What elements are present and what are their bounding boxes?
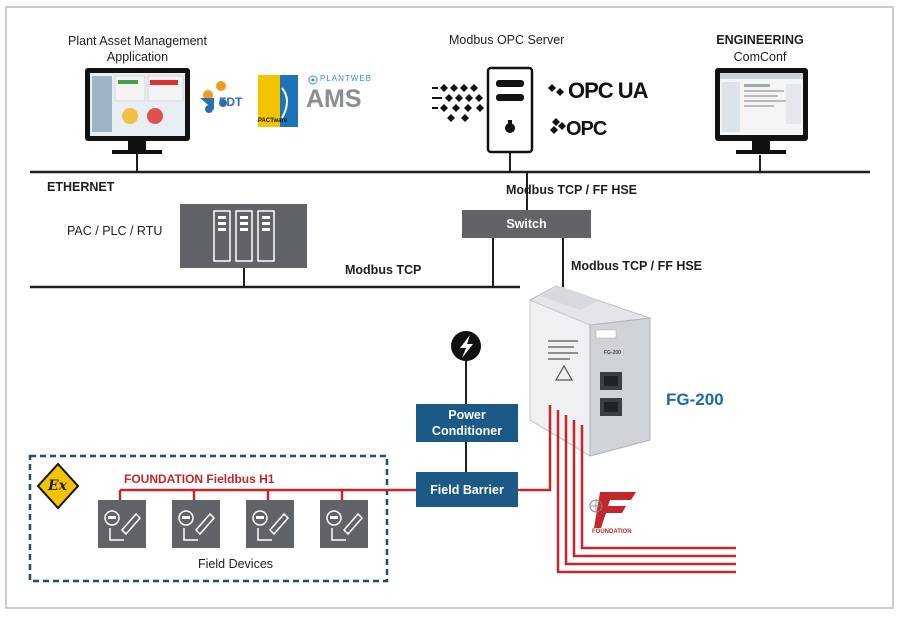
plantweb-logo-text: PLANTWEB [320, 74, 373, 83]
power-conditioner-line1: Power [448, 408, 486, 422]
ex-symbol-text: Ex [48, 478, 68, 494]
plantweb-logo [308, 75, 318, 85]
opc-server-label: Modbus OPC Server [449, 33, 565, 47]
field-device-1-icon [98, 500, 146, 548]
fg200-fieldbus-outputs [518, 405, 736, 574]
pactware-logo-text: PACTware [258, 118, 288, 124]
opc-logo-pattern [548, 84, 566, 134]
field-device-3-icon [246, 500, 294, 548]
fg200-device-icon [529, 285, 651, 457]
ams-logo-text: AMS [306, 85, 362, 113]
pac-plc-label: PAC / PLC / RTU [67, 224, 163, 238]
server-icon [486, 66, 534, 154]
power-conditioner-line2: Conditioner [431, 424, 503, 438]
pactware-logo [258, 75, 298, 127]
engineering-label: ENGINEERING [716, 33, 804, 47]
fdt-logo [200, 81, 227, 113]
ex-hazard-icon [36, 462, 80, 510]
modbus-logo-pattern [432, 84, 484, 122]
foundation-logo-text: FOUNDATION [592, 529, 632, 535]
field-device-4-icon [320, 500, 368, 548]
hazardous-area-box [28, 454, 389, 583]
field-barrier-box [416, 472, 518, 507]
power-conditioner-label: Power Conditioner [416, 404, 518, 442]
foundation-logo-icon [589, 492, 636, 528]
plc-icon [180, 204, 307, 268]
power-icon [451, 331, 481, 361]
opc-logo-text: OPC [566, 118, 607, 140]
ff-h1-label: FOUNDATION Fieldbus H1 [124, 472, 275, 486]
fg200-device-print: FG-200 [604, 350, 621, 356]
comconf-label: ComConf [733, 50, 787, 64]
fieldbus-h1-trunk [118, 488, 416, 500]
engineering-monitor-icon [715, 68, 808, 154]
fdt-logo-text: FDT [219, 95, 243, 109]
pam-app-label-line1: Plant Asset Management [68, 34, 207, 48]
modbus-ff-right-label: Modbus TCP / FF HSE [571, 259, 703, 273]
field-barrier-label: Field Barrier [430, 482, 504, 497]
pam-app-label-line2: Application [106, 50, 169, 64]
switch-box [462, 210, 591, 238]
diagram-frame [5, 6, 894, 609]
field-devices-label: Field Devices [198, 557, 274, 571]
opc-ua-logo-text: OPC UA [568, 78, 649, 103]
switch-label: Switch [506, 217, 547, 231]
modbus-ff-top-label: Modbus TCP / FF HSE [506, 183, 638, 197]
fg200-label: FG-200 [666, 390, 724, 409]
pam-monitor-icon [85, 68, 190, 154]
modbus-tcp-label: Modbus TCP [345, 263, 422, 277]
field-device-2-icon [172, 500, 220, 548]
power-conditioner-box [416, 404, 518, 442]
pam-app-label: Plant Asset Management Application [50, 33, 225, 65]
ethernet-label: ETHERNET [47, 180, 115, 194]
